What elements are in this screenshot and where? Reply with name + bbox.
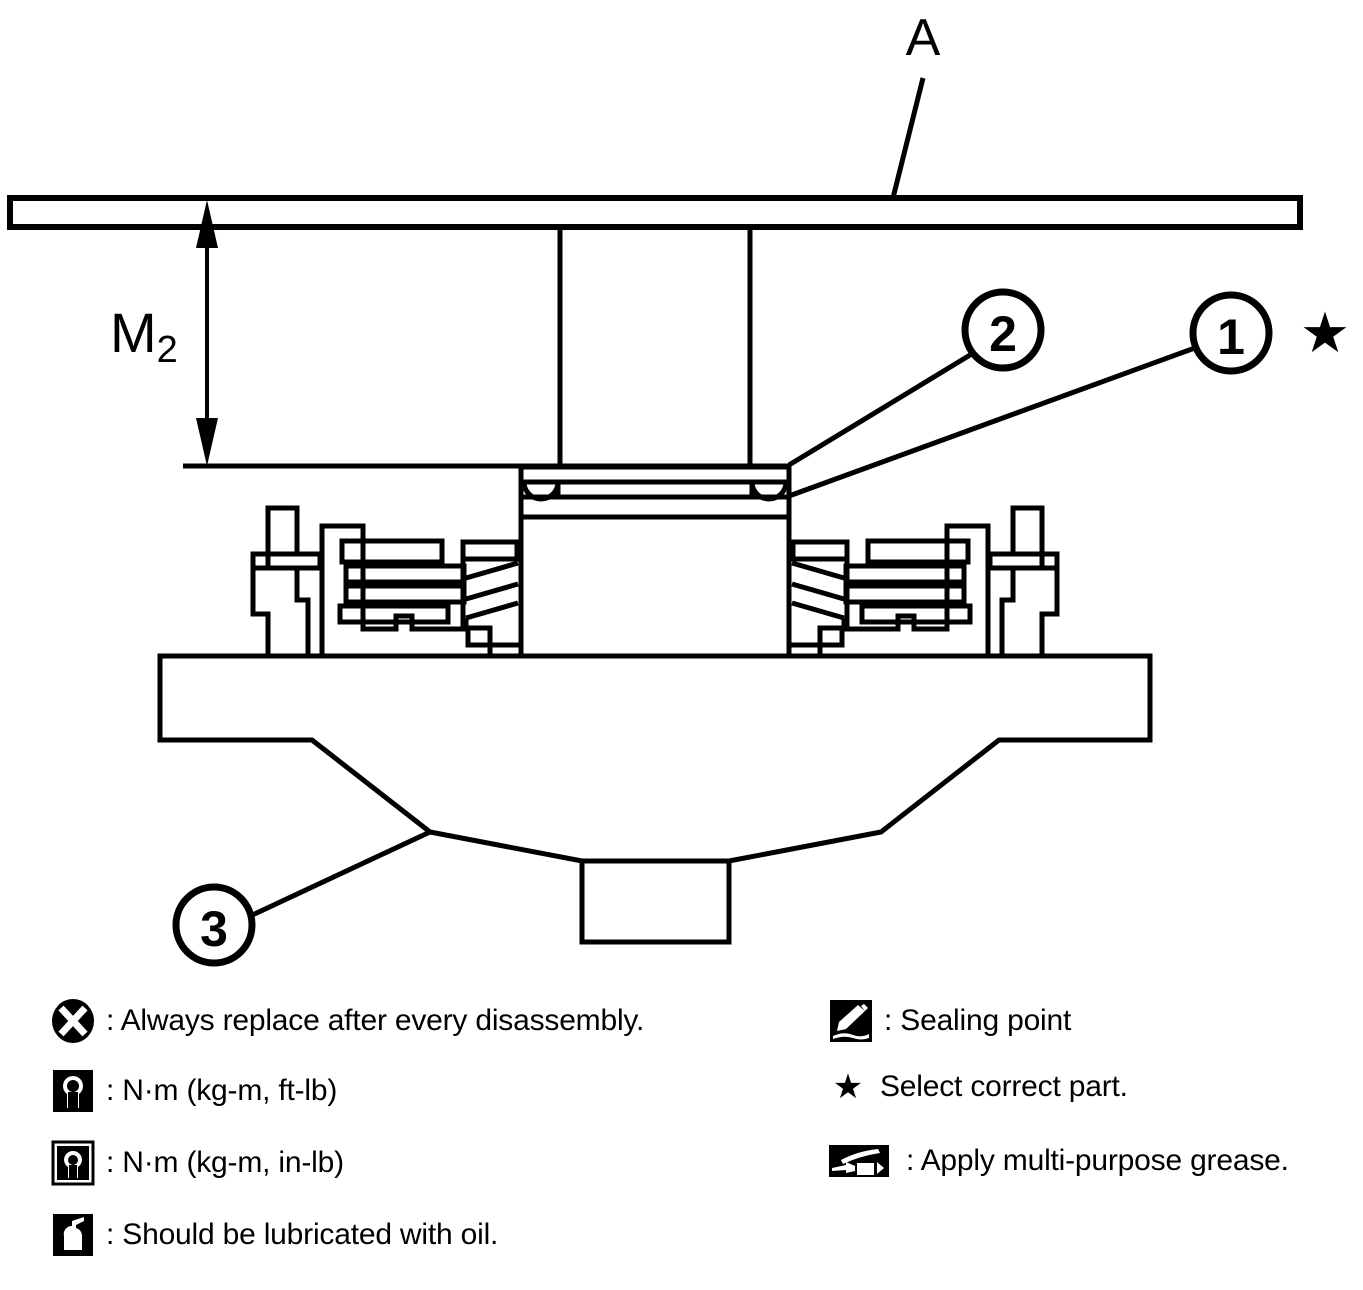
legend-item-torque-ftlb-label: : N·m (kg-m, ft-lb): [106, 1074, 338, 1107]
left-spring-top-bar: [460, 539, 520, 562]
legend-item-grease-label: : Apply multi-purpose grease.: [906, 1144, 1289, 1177]
star-marker-icon: ★: [1300, 301, 1350, 364]
hub-body-outline: [518, 517, 792, 655]
m2-arrow-head-top: [196, 200, 218, 248]
legend-item-sealing: : Sealing point: [828, 998, 1071, 1044]
legend-item-torque-ftlb: : N·m (kg-m, ft-lb): [50, 1068, 337, 1114]
right-spring-hatch-2: [791, 581, 845, 602]
left-spring-hatch-1: [465, 560, 519, 581]
right-bolt-stem: [987, 551, 1060, 571]
top-plate: [7, 195, 1303, 230]
grease-gun-icon: [828, 1140, 890, 1182]
oil-can-icon: [50, 1212, 96, 1258]
callout-label-1: 1: [1217, 309, 1245, 365]
left-spring-hatch-3: [465, 600, 519, 621]
callout-circle-1: [1189, 291, 1273, 375]
right-spring-hatch-1: [791, 560, 845, 581]
legend-item-grease: : Apply multi-purpose grease.: [828, 1140, 1289, 1182]
housing-body-outline: [157, 653, 1153, 864]
leader-line-callout-3: [246, 829, 432, 920]
right-bolt-outline: [987, 505, 1060, 659]
left-bolt-outline: [250, 505, 323, 659]
callout-label-2: 2: [989, 306, 1017, 362]
left-plate-4: [337, 603, 451, 625]
right-plate-4: [859, 603, 973, 625]
legend-item-torque-inlb: : N·m (kg-m, in-lb): [50, 1140, 344, 1186]
callout-circle-3: [172, 883, 256, 967]
right-spring-hatch-3: [791, 600, 845, 621]
right-spring-body: [789, 618, 847, 648]
left-bolt-stem: [250, 551, 323, 571]
left-spring-hatch-2: [465, 581, 519, 602]
bearing-upper-washer: [518, 464, 792, 485]
legend: : Always replace after every disassembly…: [0, 990, 1363, 1290]
legend-item-oil-label: : Should be lubricated with oil.: [106, 1218, 499, 1251]
left-plate-1: [339, 538, 445, 565]
leader-line-callout-2: [787, 349, 977, 468]
replace-after-disassembly-icon: [50, 998, 96, 1044]
legend-item-select-part: ★ Select correct part.: [828, 1070, 1128, 1104]
bearing-lower-race: [518, 494, 792, 520]
legend-item-replace-label: : Always replace after every disassembly…: [106, 1004, 645, 1037]
m2-arrow-head-bottom: [196, 418, 218, 466]
label-part-a: A: [906, 9, 941, 67]
right-spring-top-bar: [790, 539, 850, 562]
legend-item-torque-inlb-label: : N·m (kg-m, in-lb): [106, 1146, 344, 1179]
output-shaft-stub: [579, 858, 732, 945]
right-plate-1: [865, 538, 971, 565]
sealing-point-icon: [828, 998, 874, 1044]
legend-item-replace: : Always replace after every disassembly…: [50, 998, 644, 1044]
leader-line-callout-1: [788, 342, 1204, 499]
star-icon: ★: [832, 1068, 864, 1106]
left-spring-body: [463, 618, 521, 648]
legend-item-oil: : Should be lubricated with oil.: [50, 1212, 498, 1258]
label-m2: M2: [110, 301, 178, 371]
wrench-boxed-icon: [50, 1140, 96, 1186]
leader-line-a: [890, 77, 926, 199]
legend-item-sealing-label: : Sealing point: [884, 1004, 1072, 1037]
callout-label-3: 3: [200, 901, 228, 957]
legend-item-select-part-label: Select correct part.: [880, 1070, 1128, 1103]
callout-circle-2: [961, 288, 1045, 372]
wrench-open-icon: [50, 1068, 96, 1114]
